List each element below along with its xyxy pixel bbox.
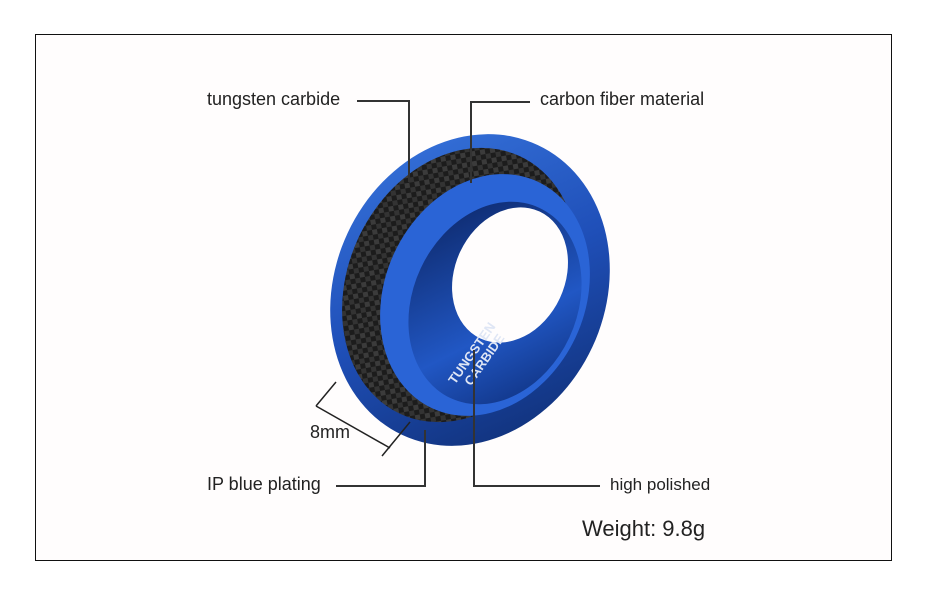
leader-line (336, 485, 426, 487)
label-tungsten-carbide: tungsten carbide (207, 89, 341, 109)
width-dimension (315, 381, 411, 457)
leader-line (473, 485, 600, 487)
leader-line (470, 101, 530, 103)
leader-line (470, 101, 472, 183)
leader-line (408, 100, 410, 182)
leader-line (473, 350, 475, 486)
leader-line (424, 430, 426, 486)
label-carbon-fiber: carbon fiber material (540, 89, 705, 109)
label-width: 8mm (310, 422, 350, 442)
leader-line (357, 100, 409, 102)
label-ip-plating: IP blue plating (207, 474, 321, 494)
label-weight: Weight: 9.8g (582, 516, 706, 541)
ring-image: TUNGSTEN CARBIDE (330, 134, 610, 446)
label-high-polished: high polished (610, 475, 711, 494)
